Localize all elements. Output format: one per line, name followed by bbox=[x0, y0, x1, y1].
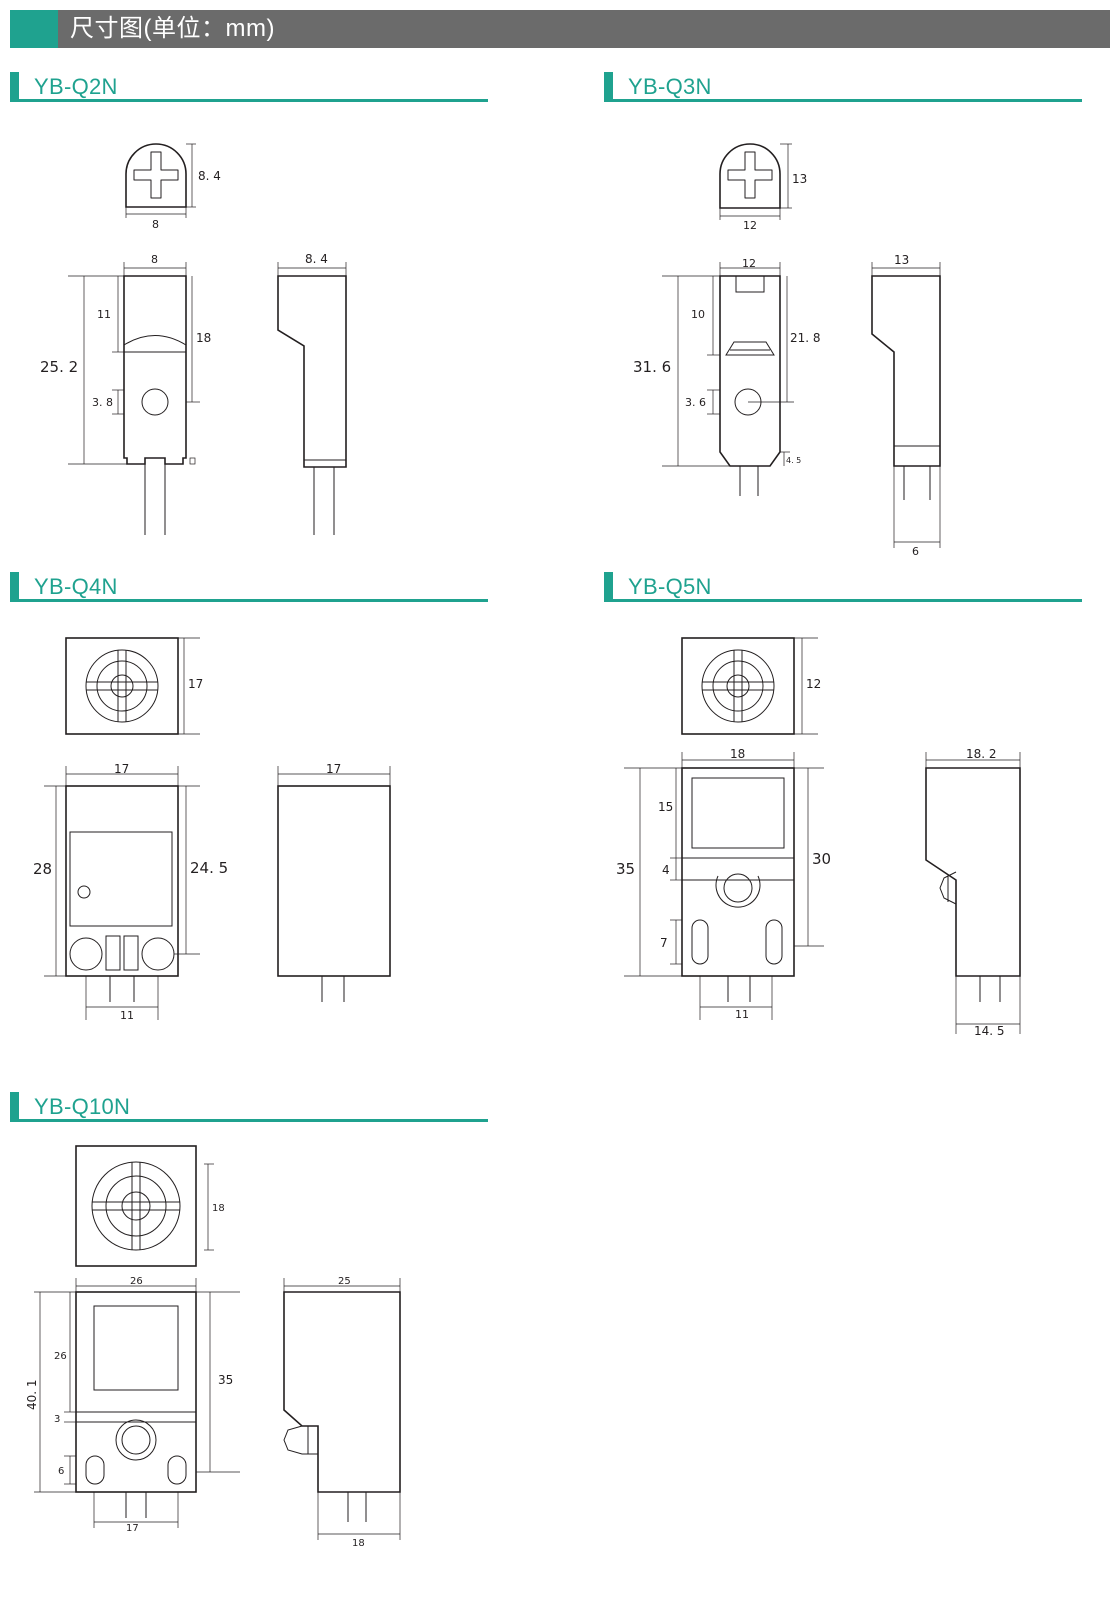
q3n-dim-21-8: 21. 8 bbox=[790, 331, 821, 345]
q2n-top-view: 8. 4 8 bbox=[125, 143, 221, 231]
q4n-dim-24-5: 24. 5 bbox=[190, 859, 228, 877]
model-name: YB-Q2N bbox=[34, 74, 118, 99]
section-accent bbox=[10, 572, 19, 602]
q10n-dim-18: 18 bbox=[352, 1538, 365, 1549]
q3n-dim-side-w: 13 bbox=[894, 253, 909, 267]
q5n-dim-front-w: 18 bbox=[730, 747, 745, 761]
q10n-dim-17: 17 bbox=[126, 1523, 139, 1534]
q3n-side-view: 13 6 bbox=[871, 253, 941, 558]
q2n-front-view: 8 25. 2 11 3. 8 18 bbox=[40, 253, 211, 535]
q3n-dim-4-5: 4. 5 bbox=[786, 456, 801, 465]
model-name: YB-Q5N bbox=[628, 574, 712, 599]
q4n-dim-28: 28 bbox=[33, 860, 52, 878]
q5n-dim-4: 4 bbox=[662, 863, 670, 877]
q5n-dim-35: 35 bbox=[616, 860, 635, 878]
q4n-side-view: 17 bbox=[277, 762, 391, 1002]
model-name: YB-Q4N bbox=[34, 574, 118, 599]
page-title: 尺寸图(单位：mm) bbox=[70, 15, 275, 42]
q10n-front-view: 26 40. 1 26 3 6 35 17 bbox=[25, 1276, 240, 1534]
q10n-dim-40-1: 40. 1 bbox=[25, 1379, 39, 1410]
q5n-dim-15: 15 bbox=[658, 800, 673, 814]
q3n-dim-6: 6 bbox=[912, 545, 919, 558]
q10n-dim-side-w: 25 bbox=[338, 1276, 351, 1287]
q5n-dim-top-h: 12 bbox=[806, 677, 821, 691]
q10n-dim-3: 3 bbox=[54, 1414, 60, 1425]
model-name: YB-Q10N bbox=[34, 1094, 131, 1119]
q4n-dim-11: 11 bbox=[120, 1009, 134, 1022]
q5n-dim-14-5: 14. 5 bbox=[974, 1024, 1005, 1038]
page-header: 尺寸图(单位：mm) bbox=[10, 10, 1110, 48]
section-accent bbox=[604, 572, 613, 602]
model-name: YB-Q3N bbox=[628, 74, 712, 99]
section-accent bbox=[10, 1092, 19, 1122]
section-underline bbox=[10, 99, 488, 102]
q5n-top-view: 12 bbox=[681, 637, 821, 735]
q2n-dim-top-h: 8. 4 bbox=[198, 169, 221, 183]
q2n-dim-side-w: 8. 4 bbox=[305, 252, 328, 266]
section-header-yb-q4n: YB-Q4N bbox=[10, 572, 488, 602]
section-accent bbox=[10, 72, 19, 102]
q10n-dim-top-h: 18 bbox=[212, 1203, 225, 1214]
q10n-dim-35: 35 bbox=[218, 1373, 233, 1387]
q4n-front-view: 17 28 24. 5 11 bbox=[33, 762, 228, 1022]
section-underline bbox=[10, 599, 488, 602]
q2n-dim-18: 18 bbox=[196, 331, 211, 345]
q2n-dim-3-8: 3. 8 bbox=[92, 396, 113, 409]
q3n-dim-front-w: 12 bbox=[742, 257, 756, 270]
section-header-yb-q5n: YB-Q5N bbox=[604, 572, 1082, 602]
q5n-dim-side-w: 18. 2 bbox=[966, 747, 997, 761]
q5n-side-view: 18. 2 14. 5 bbox=[925, 747, 1021, 1038]
q3n-dim-top-w: 12 bbox=[743, 219, 757, 232]
q5n-front-view: 18 35 15 4 7 30 11 bbox=[616, 747, 831, 1021]
q10n-side-view: 25 18 bbox=[283, 1276, 401, 1549]
section-header-yb-q2n: YB-Q2N bbox=[10, 72, 488, 102]
q2n-dim-11: 11 bbox=[97, 308, 111, 321]
q3n-top-view: 13 12 bbox=[719, 143, 807, 232]
q10n-dim-26: 26 bbox=[54, 1351, 67, 1362]
q10n-dim-front-w: 26 bbox=[130, 1276, 143, 1287]
q3n-dim-top-h: 13 bbox=[792, 172, 807, 186]
q2n-side-view: 8. 4 bbox=[277, 252, 347, 535]
q2n-dim-front-w: 8 bbox=[151, 253, 158, 266]
section-accent bbox=[604, 72, 613, 102]
q5n-dim-7: 7 bbox=[660, 936, 668, 950]
q5n-dim-11: 11 bbox=[735, 1008, 749, 1021]
q10n-dim-6: 6 bbox=[58, 1466, 64, 1477]
q3n-dim-3-6: 3. 6 bbox=[685, 396, 706, 409]
header-accent bbox=[10, 10, 58, 48]
section-underline bbox=[10, 1119, 488, 1122]
section-underline bbox=[604, 99, 1082, 102]
q5n-dim-30: 30 bbox=[812, 850, 831, 868]
section-header-yb-q10n: YB-Q10N bbox=[10, 1092, 488, 1122]
q2n-dim-25-2: 25. 2 bbox=[40, 358, 78, 376]
q3n-front-view: 12 31. 6 10 3. 6 21. 8 4. 5 bbox=[633, 257, 821, 496]
q4n-dim-top-h: 17 bbox=[188, 677, 203, 691]
q4n-top-view: 17 bbox=[65, 637, 203, 735]
q4n-dim-side-w: 17 bbox=[326, 762, 341, 776]
section-underline bbox=[604, 599, 1082, 602]
q3n-dim-31-6: 31. 6 bbox=[633, 358, 671, 376]
section-header-yb-q3n: YB-Q3N bbox=[604, 72, 1082, 102]
q2n-dim-top-w: 8 bbox=[152, 218, 159, 231]
q10n-top-view: 18 bbox=[75, 1145, 225, 1267]
q4n-dim-front-w: 17 bbox=[114, 762, 129, 776]
q3n-dim-10: 10 bbox=[691, 308, 705, 321]
